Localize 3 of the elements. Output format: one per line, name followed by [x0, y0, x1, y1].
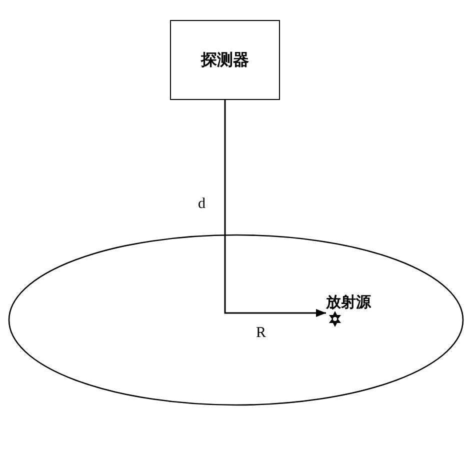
arrow	[224, 100, 326, 317]
detector-box: 探测器	[170, 20, 280, 100]
source-label: 放射源	[326, 294, 371, 310]
